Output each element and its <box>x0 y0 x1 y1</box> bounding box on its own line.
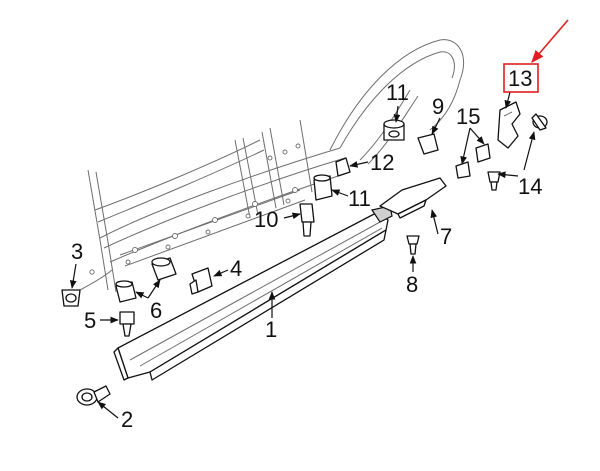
callout-5: 5 <box>84 308 96 333</box>
part-10-screw <box>299 203 315 237</box>
callout-13: 13 <box>508 66 532 91</box>
highlight-box <box>503 63 539 93</box>
callout-8: 8 <box>406 272 418 297</box>
callout-11-top: 11 <box>386 80 409 105</box>
callout-3: 3 <box>71 239 83 264</box>
callout-11-mid: 11 <box>348 186 371 211</box>
callout-10: 10 <box>254 207 278 232</box>
highlight-arrow <box>531 19 569 63</box>
part-9-nut <box>417 133 439 155</box>
vehicle-body-outline <box>79 39 465 293</box>
callout-2: 2 <box>121 407 133 432</box>
part-8-stud <box>406 235 420 255</box>
callout-1: 1 <box>265 317 277 342</box>
callout-7: 7 <box>440 224 452 249</box>
part-12-clip <box>335 157 351 177</box>
part-5-screw <box>119 311 135 337</box>
callout-4: 4 <box>230 256 242 281</box>
part-11-grommet-mid <box>313 174 333 201</box>
part-2-bolt <box>76 385 111 406</box>
part-1-rocker-moulding <box>113 205 393 381</box>
callout-14: 14 <box>518 174 542 199</box>
leader-lines <box>69 91 536 419</box>
callout-9: 9 <box>432 94 444 119</box>
callout-12: 12 <box>370 150 394 175</box>
callout-6: 6 <box>150 298 162 323</box>
part-15-retainers <box>455 143 491 179</box>
part-6-retainers <box>115 257 177 303</box>
part-11-grommet-top <box>383 119 405 141</box>
part-14-studs <box>487 113 548 191</box>
callout-15: 15 <box>456 104 480 129</box>
part-7-bracket <box>379 177 447 219</box>
part-4-clip <box>189 267 213 295</box>
part-13-bracket <box>497 101 521 149</box>
part-3-grommet <box>61 289 81 307</box>
